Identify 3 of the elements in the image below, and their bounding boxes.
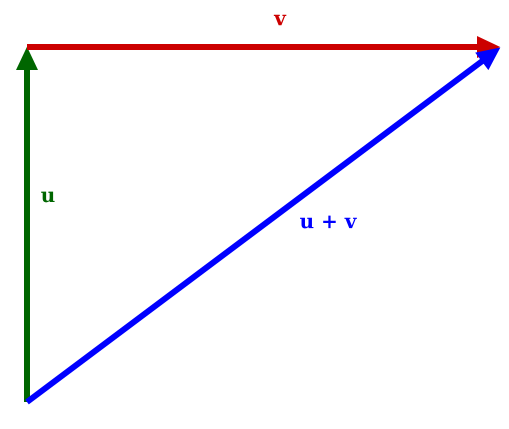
vector-label: u + v xyxy=(300,216,357,228)
vector-label: v xyxy=(274,14,286,26)
vector-label: u xyxy=(41,192,55,202)
